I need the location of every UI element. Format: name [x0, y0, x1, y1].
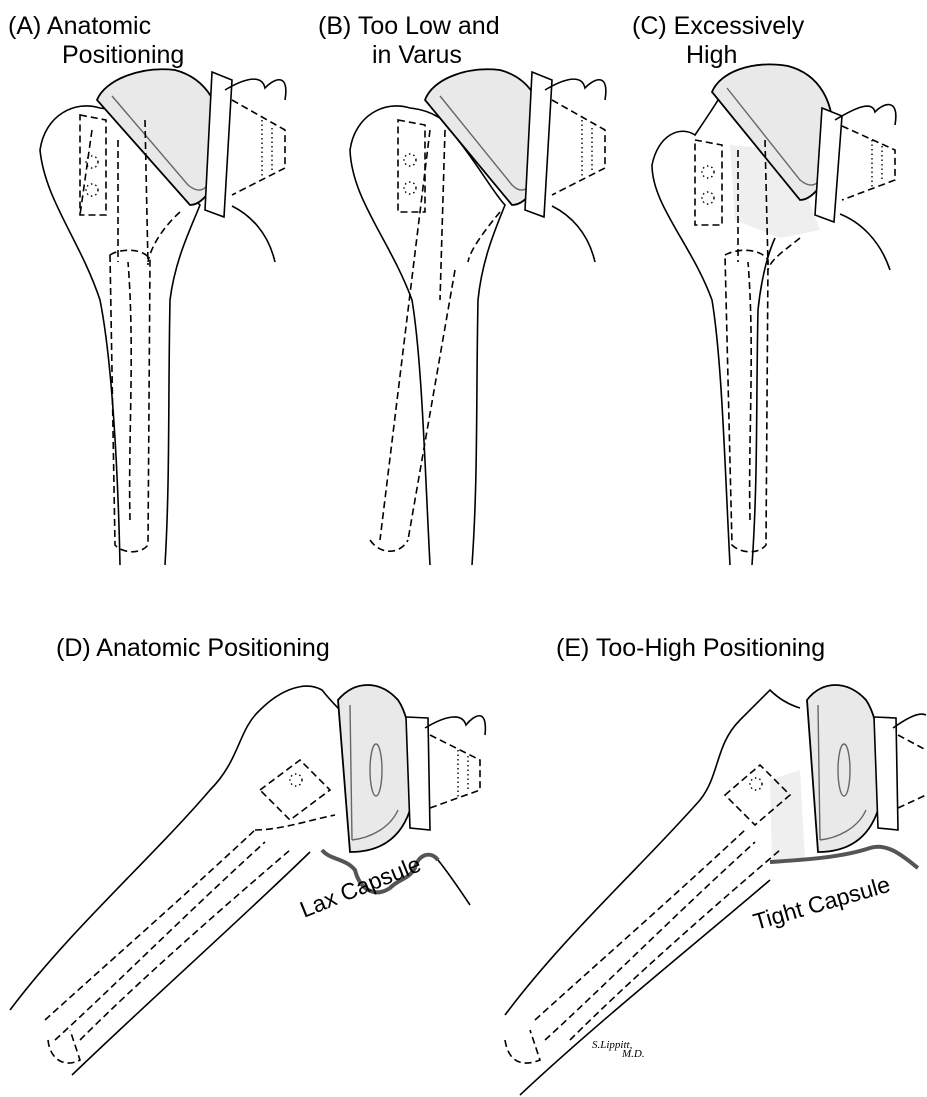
- panel-d-capsule-label: Lax Capsule: [296, 851, 424, 923]
- panel-d-prosthetic-head: [338, 685, 414, 852]
- panel-a-glenoid-keel: [232, 100, 285, 195]
- panel-d-humerus-outline: [10, 686, 340, 1075]
- panel-a-fins: [80, 115, 106, 215]
- panel-e-capsule-label: Tight Capsule: [750, 871, 893, 935]
- panel-c-drawing: [652, 64, 896, 565]
- panel-a-prosthetic-head: [97, 69, 222, 205]
- panel-e-drawing: Tight Capsule: [505, 685, 926, 1095]
- panel-a-stem: [80, 120, 148, 520]
- panel-a-drawing: [40, 69, 286, 565]
- panel-d-glenoid: [406, 717, 430, 830]
- panel-e-glenoid: [874, 717, 898, 830]
- panel-a-scapula: [225, 79, 286, 262]
- panel-b-humerus-outline: [350, 106, 505, 565]
- panel-d-stem: [45, 830, 290, 1040]
- panel-b-stem-varus: [370, 130, 455, 551]
- panel-e-humerus-outline: [505, 690, 800, 1095]
- panel-d-drawing: Lax Capsule: [10, 685, 485, 1075]
- panel-b-drawing: [350, 69, 606, 565]
- signature-line2: M.D.: [621, 1048, 645, 1060]
